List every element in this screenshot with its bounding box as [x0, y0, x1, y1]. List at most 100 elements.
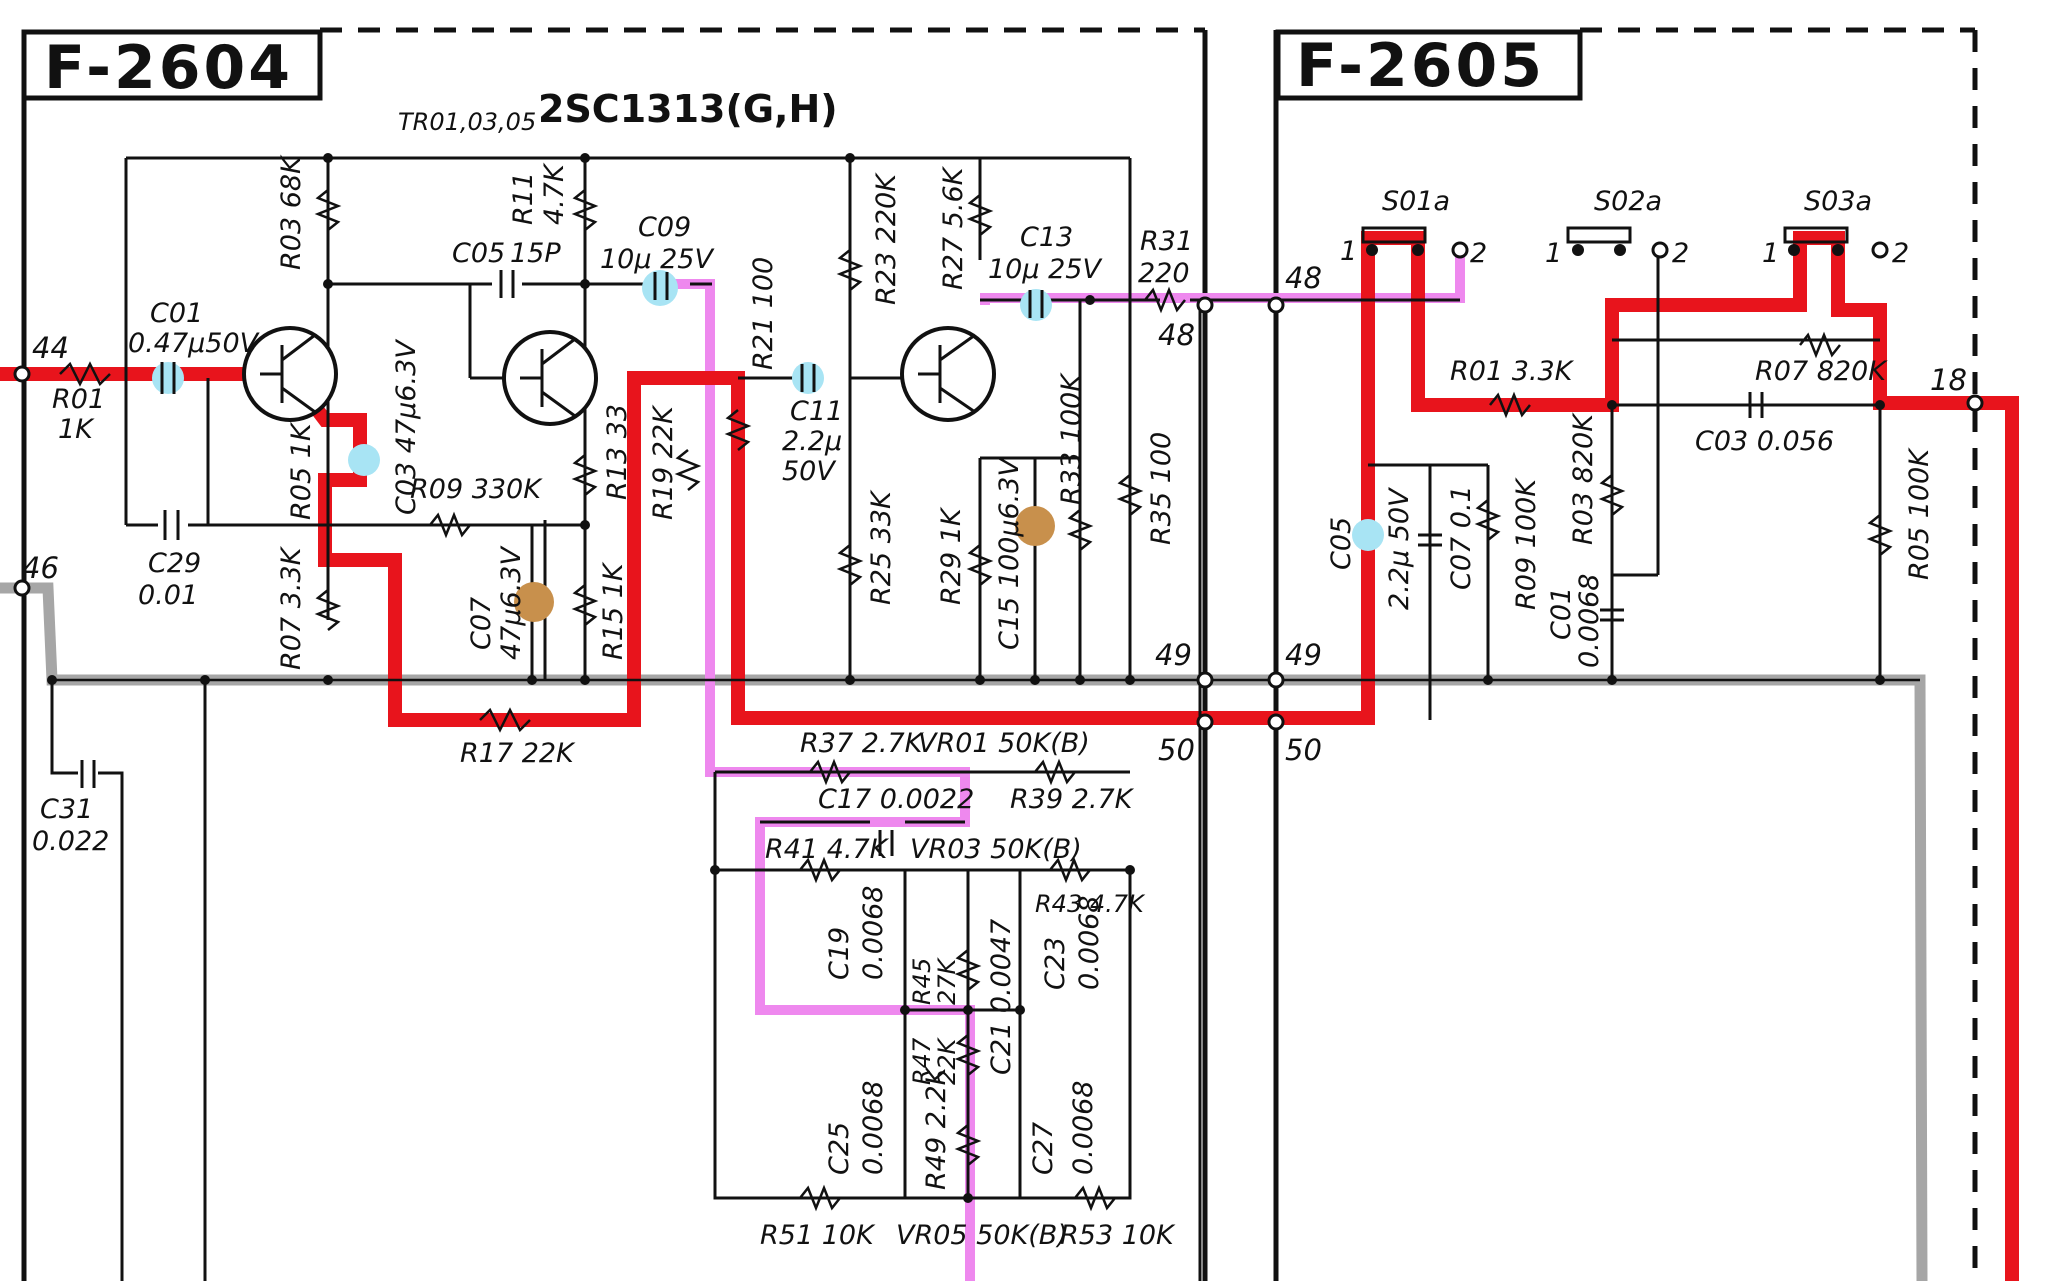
label-r21: R21 100 [748, 257, 779, 370]
value-c11: 2.2μ [782, 426, 842, 457]
ground-trace [0, 582, 1928, 1281]
coupling-capacitor-highlights [152, 270, 1384, 551]
label-r51: R51 10K [760, 1220, 876, 1251]
switch-pos-1-s01: 1 [1340, 236, 1357, 267]
value-r47: 22K [933, 1036, 961, 1085]
label-r01: R01 [52, 384, 105, 415]
value-c09: 10μ 25V [600, 244, 715, 275]
label-r43: R43 4.7K [1035, 890, 1146, 918]
value-c25: 0.0068 [858, 1081, 889, 1175]
label-r39: R39 2.7K [1010, 784, 1135, 815]
label-c05: C05 [452, 238, 505, 269]
label-r05-right: R05 100K [1904, 447, 1935, 580]
value-r01: 1K [58, 414, 95, 445]
switch-pos-2-s02: 2 [1672, 238, 1689, 269]
label-r47: R47 [908, 1037, 936, 1085]
label-r53: R53 10K [1060, 1220, 1176, 1251]
right-board-labels: S01a S02a S03a 1 2 1 2 1 2 R01 3.3K R07 … [1326, 186, 1935, 668]
label-r07-right: R07 820K [1755, 356, 1888, 387]
switch-pos-2-s01: 2 [1470, 238, 1487, 269]
terminal-50-label-right: 50 [1285, 733, 1322, 767]
label-c29: C29 [148, 548, 201, 579]
label-c31: C31 [40, 794, 93, 825]
value-c13: 10μ 25V [988, 254, 1103, 285]
terminal-49-label-right: 49 [1285, 638, 1322, 672]
label-vr03: VR03 50K(B) [910, 834, 1082, 865]
label-s02a: S02a [1594, 186, 1662, 217]
label-r11: R11 [508, 172, 539, 225]
label-c07-right: C07 0.1 [1446, 485, 1477, 590]
terminal-nodes [13, 296, 1984, 731]
label-c03-right: C03 0.056 [1695, 426, 1834, 457]
label-vr05: VR05 50K(B) [896, 1220, 1068, 1251]
label-c03: C03 47μ6.3V [391, 338, 422, 515]
board-title-right: F-2605 [1296, 31, 1545, 101]
label-r29: R29 1K [936, 506, 967, 605]
label-c01-right: C01 [1546, 587, 1577, 640]
value-r45: 27K [933, 956, 961, 1005]
value-c07: 47μ6.3V [496, 545, 527, 660]
terminal-49-label-left: 49 [1155, 638, 1192, 672]
value-c05-right: 2.2μ 50V [1384, 486, 1415, 610]
value-c27: 0.0068 [1068, 1081, 1099, 1175]
voltage-c11: 50V [782, 456, 837, 487]
junction-dots [47, 153, 1885, 1203]
value-c01-right: 0.0068 [1574, 574, 1605, 668]
value-r11: 4.7K [539, 162, 570, 225]
value-c05: 15P [510, 238, 561, 269]
label-r09-right: R09 100K [1511, 477, 1542, 610]
label-r03-right: R03 820K [1568, 412, 1599, 545]
electrolytic-capacitor-highlights [514, 506, 1055, 622]
label-r15: R15 1K [598, 561, 629, 660]
label-c11: C11 [790, 396, 843, 427]
label-r13: R13 33 [602, 404, 633, 500]
label-s03a: S03a [1804, 186, 1872, 217]
label-r45: R45 [908, 958, 936, 1005]
value-c29: 0.01 [138, 580, 198, 611]
label-c19: C19 [824, 927, 855, 980]
value-r31: 220 [1138, 258, 1190, 289]
label-r49: R49 2.2K [921, 1065, 952, 1190]
resistor-symbols [59, 189, 1894, 1212]
label-c05-right: C05 [1326, 517, 1357, 570]
terminal-48-label-left: 48 [1158, 318, 1195, 352]
label-r17: R17 22K [460, 738, 576, 769]
label-r23: R23 220K [871, 172, 902, 305]
signal-trace-input [0, 231, 2019, 1281]
label-r27: R27 5.6K [938, 165, 969, 290]
label-c23: C23 [1040, 937, 1071, 990]
transistor-part-label: 2SC1313(G,H) [538, 87, 838, 131]
terminal-44-label: 44 [32, 331, 69, 365]
tone-network-labels: R37 2.7K VR01 50K(B) R39 2.7K C17 0.0022… [760, 728, 1176, 1251]
label-c07: C07 [466, 597, 497, 650]
switch-pos-1-s03: 1 [1762, 238, 1779, 269]
switch-pos-2-s03: 2 [1892, 238, 1909, 269]
terminal-48-label-right: 48 [1285, 261, 1322, 295]
label-c15: C15 100μ6.3V [994, 456, 1025, 650]
terminal-50-label-left: 50 [1158, 733, 1195, 767]
switch-pos-1-s02: 1 [1545, 238, 1562, 269]
transistor-tr03 [502, 330, 598, 426]
transistor-ref-label: TR01,03,05 [398, 108, 536, 136]
value-c19: 0.0068 [858, 886, 889, 980]
capacitor-symbols [80, 270, 1764, 856]
terminal-labels: 44 46 48 48 49 49 50 50 18 [22, 261, 1967, 767]
label-r37: R37 2.7K [800, 728, 925, 759]
label-c27: C27 [1028, 1122, 1059, 1175]
label-r09: R09 330K [410, 474, 543, 505]
board-title-left: F-2604 [44, 33, 293, 103]
label-r41: R41 4.7K [765, 834, 890, 865]
label-r25: R25 33K [866, 489, 897, 605]
label-r05: R05 1K [286, 421, 317, 520]
label-r19: R19 22K [648, 404, 679, 520]
switch-s01a [1361, 226, 1469, 259]
value-c01: 0.47μ50V [128, 328, 261, 359]
label-c25: C25 [824, 1122, 855, 1175]
label-r07: R07 3.3K [276, 545, 307, 670]
label-s01a: S01a [1382, 186, 1450, 217]
label-vr01: VR01 50K(B) [918, 728, 1090, 759]
label-r03: R03 68K [276, 154, 307, 270]
left-board-labels: R01 1K C01 0.47μ50V R03 68K R05 1K C03 4… [32, 154, 1193, 857]
value-c23: 0.0068 [1074, 896, 1105, 990]
